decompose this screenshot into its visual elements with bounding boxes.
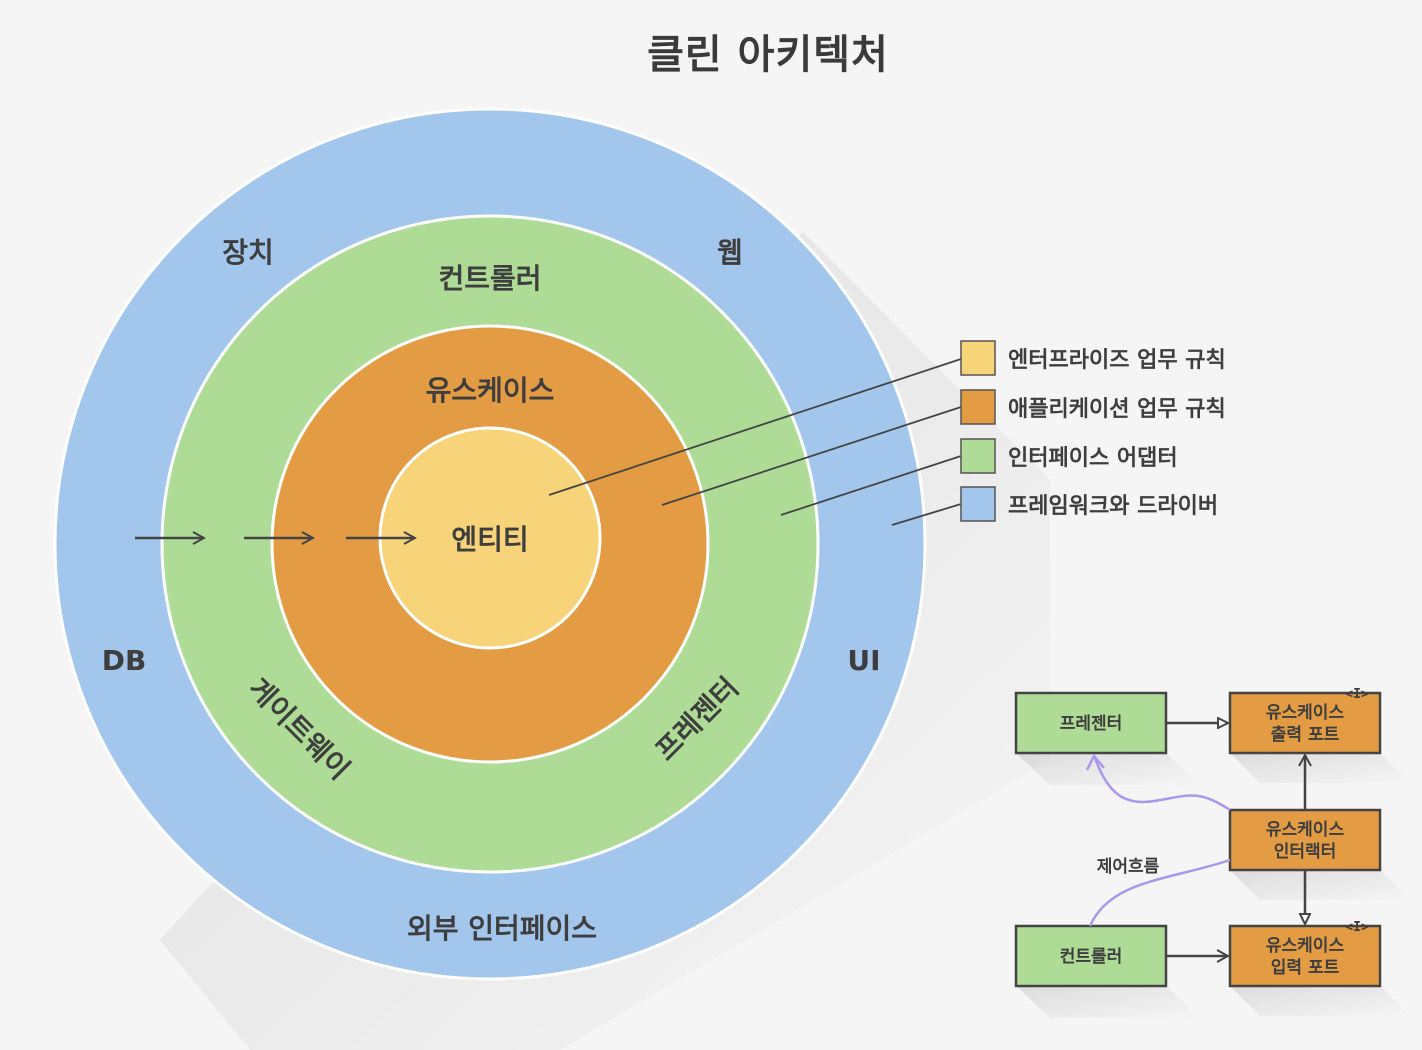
input-port-label-line2: 입력 포트 xyxy=(1271,958,1340,978)
label-use-cases: 유스케이스 xyxy=(426,374,555,407)
label-controller: 컨트롤러 xyxy=(438,262,541,295)
controller-label: 컨트롤러 xyxy=(1060,947,1123,967)
legend: 엔터프라이즈 업무 규칙 애플리케이션 업무 규칙 인터페이스 어댑터 프레임워… xyxy=(960,340,1226,522)
legend-item-frameworks-drivers: 프레임워크와 드라이버 xyxy=(960,486,1218,522)
flow-box-interactor: 유스케이스 인터랙터 xyxy=(1228,808,1382,872)
box-shadow xyxy=(1230,753,1410,783)
control-flow-label: 제어흐름 xyxy=(1097,857,1160,877)
input-port-label-line1: 유스케이스 xyxy=(1266,936,1345,956)
legend-leaders xyxy=(548,358,962,526)
interface-tag: <I> xyxy=(1345,687,1369,702)
legend-item-application-rules: 애플리케이션 업무 규칙 xyxy=(960,389,1226,425)
box-shadow xyxy=(1016,753,1200,785)
legend-swatch xyxy=(960,389,996,425)
interactor-box xyxy=(1228,808,1382,872)
output-port-label-line2: 출력 포트 xyxy=(1271,725,1340,745)
legend-label: 엔터프라이즈 업무 규칙 xyxy=(1008,348,1226,373)
label-external-interfaces: 외부 인터페이스 xyxy=(407,912,597,945)
legend-label: 프레임워크와 드라이버 xyxy=(1008,494,1218,519)
leader-line-adapters xyxy=(780,455,962,516)
interactor-label-line1: 유스케이스 xyxy=(1266,820,1345,840)
label-ui: UI xyxy=(847,644,880,677)
flow-box-presenter: 프레젠터 xyxy=(1014,691,1168,755)
label-db: DB xyxy=(102,644,147,677)
controller-box xyxy=(1014,924,1168,988)
interactor-label-line2: 인터랙터 xyxy=(1274,842,1337,862)
box-shadow xyxy=(1016,986,1200,1018)
control-flow-arrowhead xyxy=(1085,753,1105,771)
legend-swatch xyxy=(960,340,996,376)
input-port-box xyxy=(1228,924,1382,988)
output-port-label-line1: 유스케이스 xyxy=(1266,703,1345,723)
flow-box-output-port: 유스케이스 출력 포트 <I> xyxy=(1228,687,1382,755)
legend-label: 인터페이스 어댑터 xyxy=(1008,446,1178,471)
label-entities: 엔티티 xyxy=(451,523,528,556)
legend-swatch xyxy=(960,486,996,522)
legend-item-interface-adapters: 인터페이스 어댑터 xyxy=(960,438,1178,474)
control-flow-curve xyxy=(1088,757,1231,927)
label-web: 웹 xyxy=(717,236,743,269)
leader-line-frameworks xyxy=(891,503,962,526)
control-flow-diagram: 프레젠터 컨트롤러 유스케이스 출력 포트 <I> 유스케이스 인터랙터 유스케… xyxy=(1014,687,1410,1018)
box-shadow xyxy=(1230,870,1410,900)
presenter-box xyxy=(1014,691,1168,755)
legend-swatch xyxy=(960,438,996,474)
legend-label: 애플리케이션 업무 규칙 xyxy=(1008,397,1226,422)
label-device: 장치 xyxy=(222,236,274,269)
diagram-title: 클린 아키텍처 xyxy=(647,32,889,78)
interface-tag: <I> xyxy=(1345,920,1369,935)
flow-box-controller: 컨트롤러 xyxy=(1014,924,1168,988)
legend-item-enterprise-rules: 엔터프라이즈 업무 규칙 xyxy=(960,340,1226,376)
leader-line-entities xyxy=(548,358,962,496)
flow-box-input-port: 유스케이스 입력 포트 <I> xyxy=(1228,920,1382,988)
leader-line-use-cases xyxy=(661,406,962,506)
presenter-label: 프레젠터 xyxy=(1060,714,1123,734)
box-shadow xyxy=(1230,986,1410,1016)
output-port-box xyxy=(1228,691,1382,755)
